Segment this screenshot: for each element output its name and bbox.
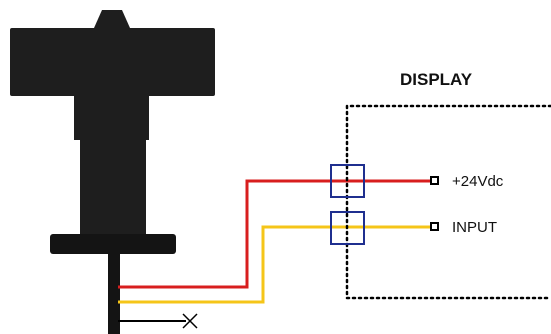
terminal-label-power: +24Vdc xyxy=(452,173,504,190)
sensor-neck xyxy=(74,94,149,140)
sensor-cap xyxy=(94,10,130,28)
terminal-square-icon xyxy=(430,222,439,231)
signal-connector-box xyxy=(330,211,365,245)
sensor xyxy=(10,10,215,334)
sensor-flange xyxy=(50,234,176,254)
sensor-stem xyxy=(80,136,146,240)
sensor-cable xyxy=(108,252,120,334)
signal-wire xyxy=(118,225,435,304)
terminal-label-input: INPUT xyxy=(452,219,497,236)
display-title: DISPLAY xyxy=(400,70,473,89)
display-boundary xyxy=(345,104,551,300)
power-wire xyxy=(118,179,435,289)
wires xyxy=(118,179,435,322)
sensor-head xyxy=(10,28,215,96)
terminal-square-icon xyxy=(430,176,439,185)
power-connector-box xyxy=(330,164,365,198)
cross-icon xyxy=(182,313,198,329)
